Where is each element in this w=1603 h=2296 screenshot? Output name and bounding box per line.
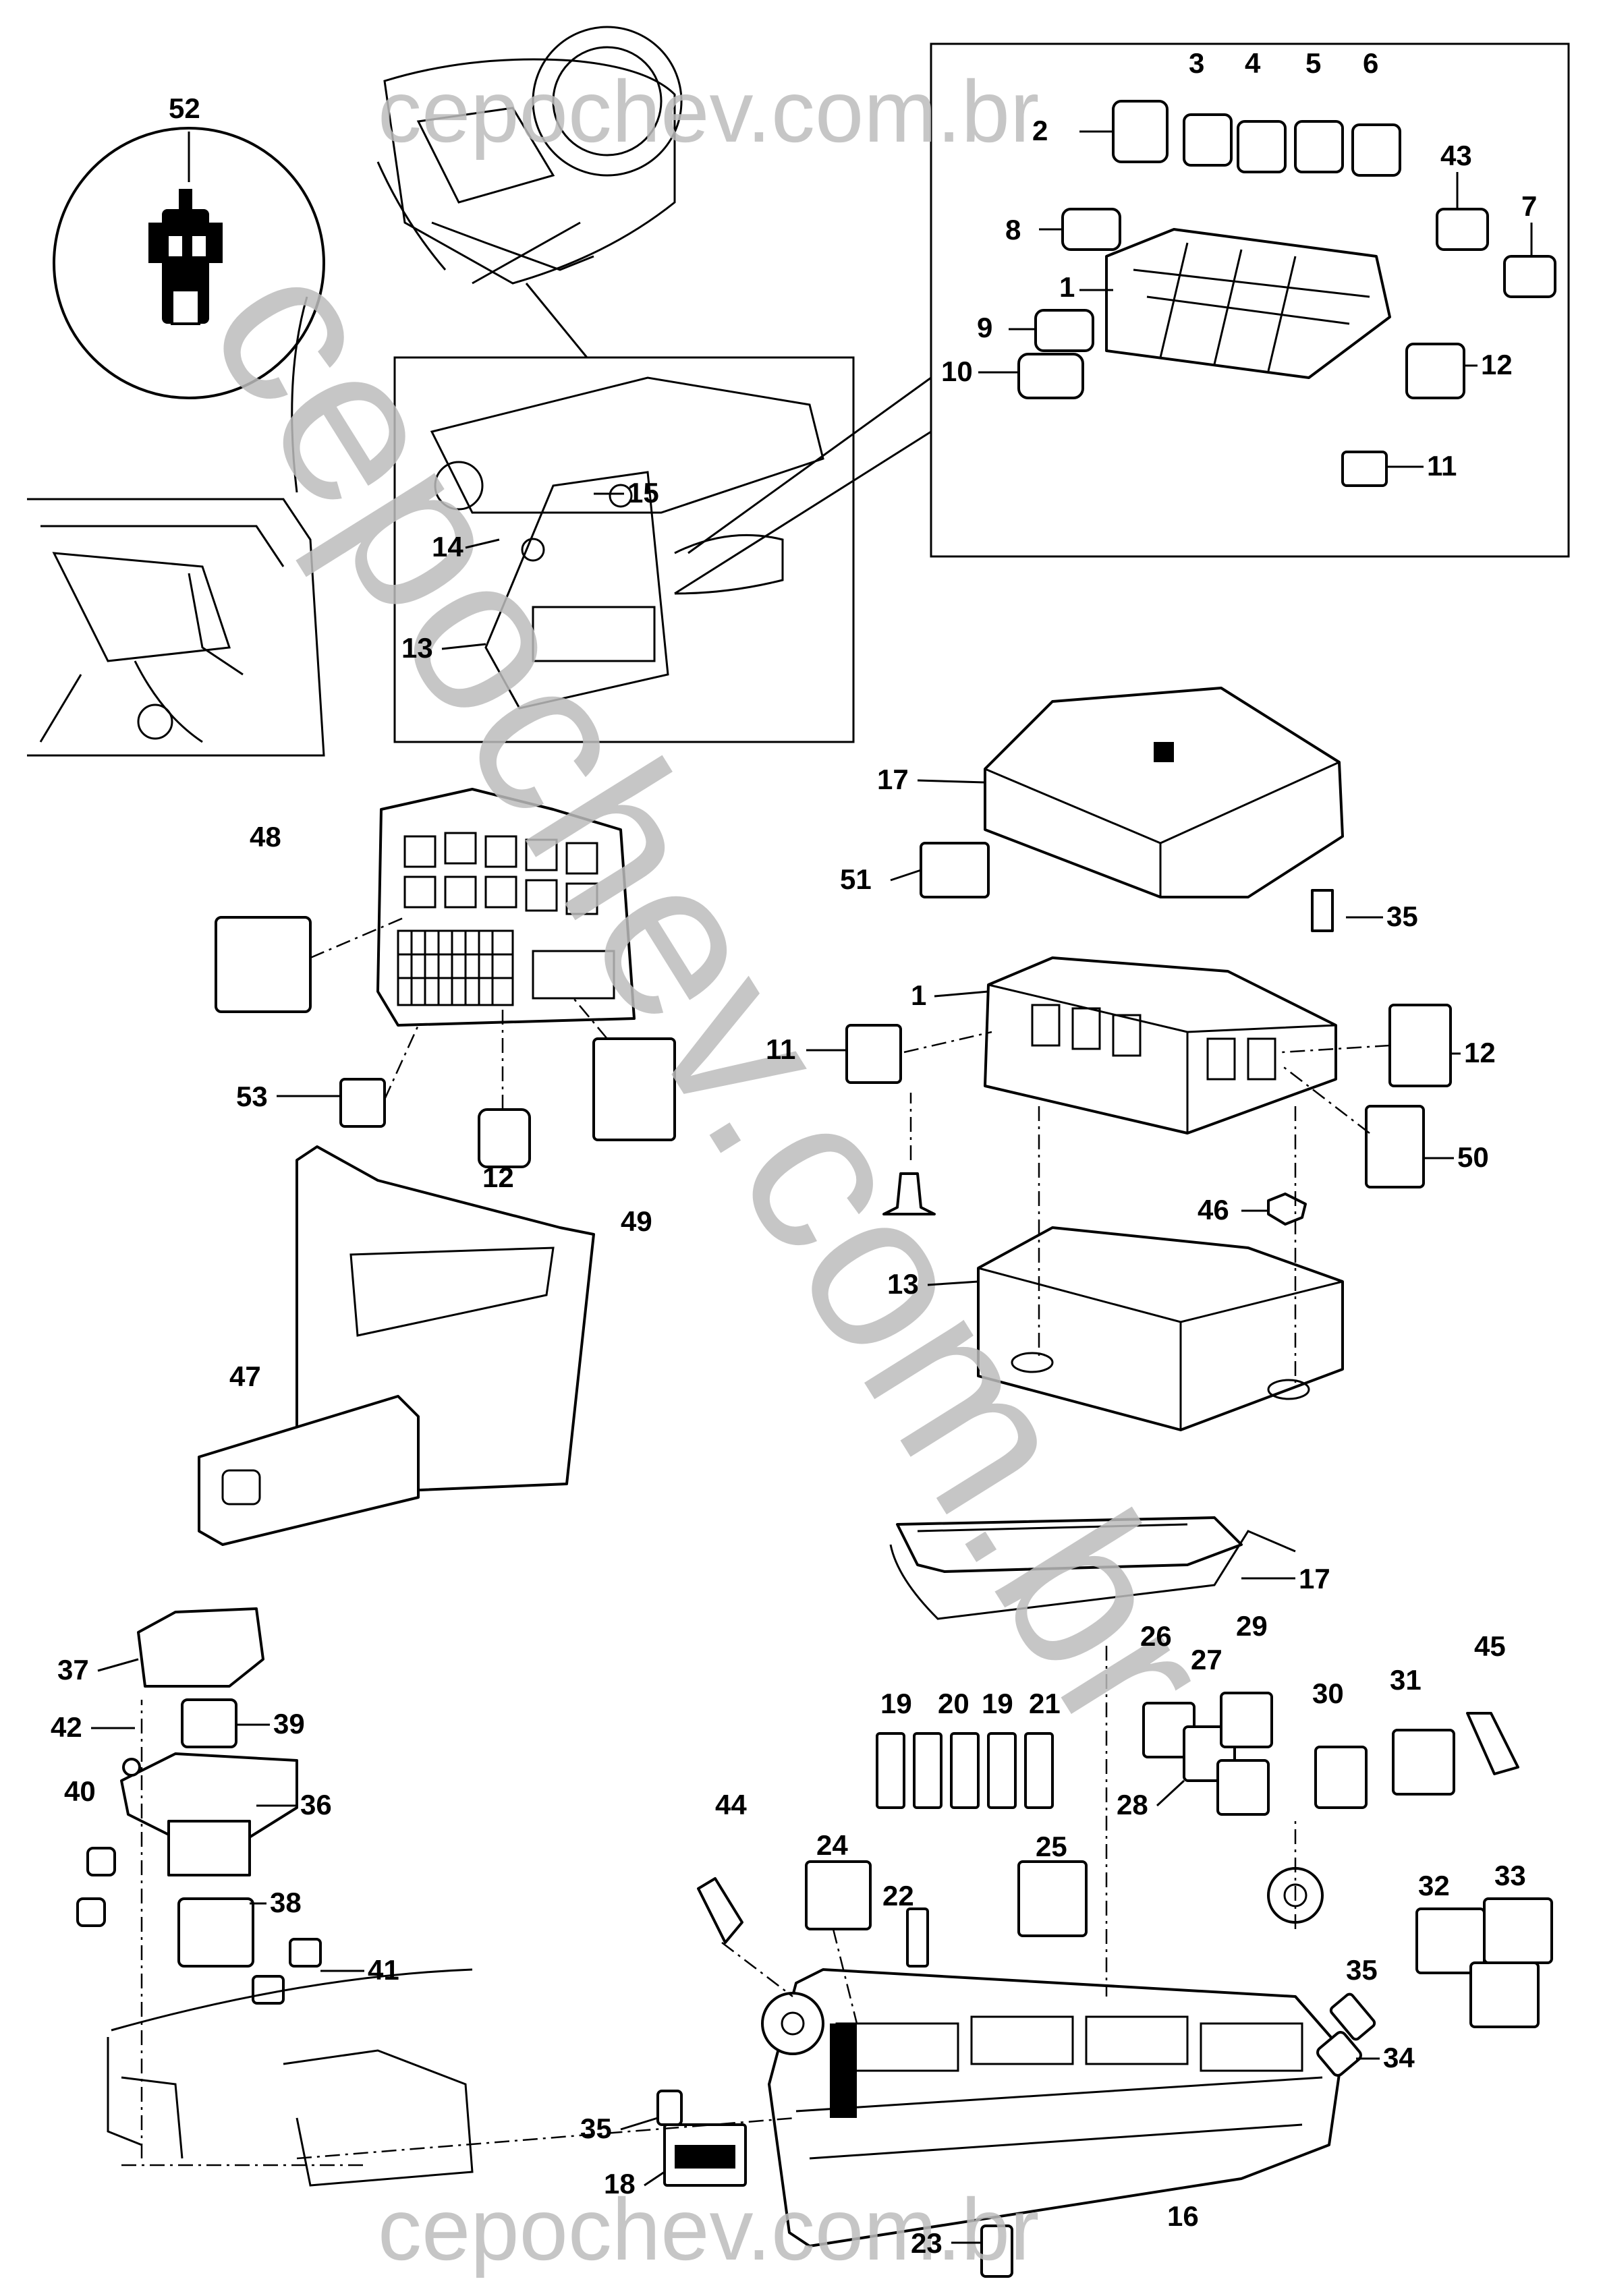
callout-30: 30 xyxy=(1312,1677,1344,1709)
callout-17-duct: 17 xyxy=(1299,1563,1330,1595)
engine-fuse-box-cover xyxy=(920,687,1344,898)
callout-24: 24 xyxy=(816,1829,848,1861)
interior-fuse-panel xyxy=(215,788,676,1168)
engine-fuse-box-base xyxy=(977,1106,1344,1431)
callout-41: 41 xyxy=(368,1954,399,1986)
leader-lines xyxy=(91,130,1533,2244)
callout-26: 26 xyxy=(1140,1620,1172,1652)
callout-40: 40 xyxy=(64,1775,96,1807)
callout-10: 10 xyxy=(941,355,973,387)
callout-35-top: 35 xyxy=(1386,900,1418,932)
callout-22: 22 xyxy=(882,1880,914,1912)
callout-2: 2 xyxy=(1032,115,1048,146)
callout-38: 38 xyxy=(270,1887,302,1918)
callout-46: 46 xyxy=(1198,1194,1229,1226)
callout-34: 34 xyxy=(1383,2042,1415,2073)
callout-13-inset: 13 xyxy=(401,632,433,664)
underhood-relay-box xyxy=(296,1516,1553,2278)
callout-3: 3 xyxy=(1189,47,1204,79)
callout-35-right: 35 xyxy=(1346,1954,1378,1986)
relay-holder-assembly xyxy=(76,1607,474,2187)
side-trim-panel xyxy=(198,1145,595,1546)
callout-37: 37 xyxy=(57,1654,89,1686)
callout-39: 39 xyxy=(273,1708,305,1740)
bracket-inset-frame xyxy=(393,283,932,743)
callout-53: 53 xyxy=(236,1081,268,1112)
engine-bay-sketch xyxy=(27,498,325,757)
callout-21: 21 xyxy=(1029,1688,1061,1719)
callout-23: 23 xyxy=(911,2227,943,2259)
callout-14: 14 xyxy=(432,531,463,563)
watermark-top: cepochev.com.br xyxy=(378,62,1039,161)
callout-11-inset: 11 xyxy=(1427,450,1457,482)
callout-6: 6 xyxy=(1363,47,1378,79)
callout-1-box: 1 xyxy=(911,979,926,1011)
callout-7: 7 xyxy=(1521,190,1537,222)
callout-47: 47 xyxy=(229,1360,261,1392)
callout-48: 48 xyxy=(250,821,281,853)
callout-9: 9 xyxy=(977,312,992,343)
callout-43: 43 xyxy=(1440,140,1472,171)
callout-19-left: 19 xyxy=(880,1688,912,1719)
dashboard-sketch xyxy=(376,26,683,285)
callout-31: 31 xyxy=(1390,1664,1422,1696)
callout-45: 45 xyxy=(1474,1630,1506,1662)
callout-11-box: 11 xyxy=(766,1033,795,1065)
callout-12-panel: 12 xyxy=(482,1161,514,1193)
callout-51: 51 xyxy=(840,863,872,895)
callout-44: 44 xyxy=(715,1789,747,1820)
callout-33: 33 xyxy=(1494,1860,1526,1891)
callout-13-box: 13 xyxy=(887,1268,919,1300)
callout-28: 28 xyxy=(1117,1789,1148,1820)
callout-16: 16 xyxy=(1167,2200,1199,2232)
callout-19-right: 19 xyxy=(982,1688,1013,1719)
callout-labels: 52 3 4 5 6 2 43 8 7 1 9 10 12 11 15 14 1… xyxy=(51,47,1537,2259)
callout-25: 25 xyxy=(1036,1831,1067,1862)
callout-42: 42 xyxy=(51,1711,82,1743)
callout-4: 4 xyxy=(1245,47,1261,79)
callout-32: 32 xyxy=(1418,1870,1450,1901)
engine-fuse-box-body xyxy=(845,889,1452,1226)
watermark-bottom: cepochev.com.br xyxy=(378,2180,1039,2278)
callout-15: 15 xyxy=(627,477,659,509)
callout-49: 49 xyxy=(621,1205,652,1237)
callout-50: 50 xyxy=(1457,1141,1489,1173)
callout-17-cover: 17 xyxy=(877,764,909,795)
callout-5: 5 xyxy=(1305,47,1321,79)
callout-36: 36 xyxy=(300,1789,332,1820)
connector-detail-circle xyxy=(53,127,325,493)
relay-box-inset xyxy=(930,42,1570,558)
callout-52: 52 xyxy=(169,92,200,124)
callout-18: 18 xyxy=(604,2168,636,2200)
callout-27: 27 xyxy=(1191,1644,1222,1675)
callout-12-box: 12 xyxy=(1464,1037,1496,1068)
callout-20: 20 xyxy=(938,1688,969,1719)
callout-35-left: 35 xyxy=(580,2113,612,2144)
callout-8: 8 xyxy=(1005,214,1021,246)
callout-12-inset: 12 xyxy=(1481,349,1513,380)
callout-1-inset: 1 xyxy=(1059,271,1075,303)
callout-29: 29 xyxy=(1236,1610,1268,1642)
